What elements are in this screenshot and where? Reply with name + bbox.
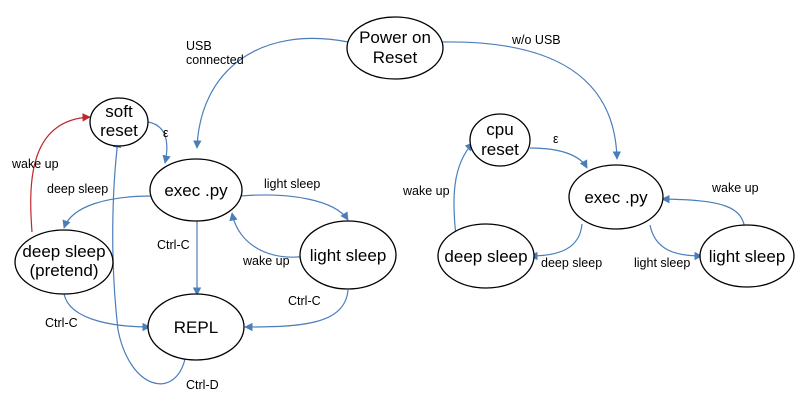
node-label: cpu [486,120,513,139]
node-power-on-reset: Power on Reset [346,16,444,80]
node-label: deep sleep [444,247,527,266]
node-label: Power on [359,28,431,47]
edge-ctrl-c-light [244,289,349,332]
edge-label-ctrl-c-light: Ctrl-C [288,294,321,308]
edge-label-epsilon-left: ε [163,126,169,140]
edge-usb-connected [193,37,349,149]
edge-wake-up-cpu [453,142,474,237]
node-label: soft [105,102,133,121]
node-label: light sleep [709,247,786,266]
edge-label-epsilon-right: ε [553,132,559,146]
node-soft-reset: soft reset [89,97,149,147]
node-light-sleep-left: light sleep [299,220,397,290]
node-deep-sleep-pretend: deep sleep (pretend) [14,229,114,295]
node-deep-sleep-right: deep sleep [437,223,535,289]
edge-label-connected: connected [186,53,244,67]
node-repl: REPL [147,293,245,361]
edge-label-wake-up-right: wake up [711,181,759,195]
node-label: Reset [373,48,418,67]
node-light-sleep-right: light sleep [699,224,795,288]
edge-label-wo-usb: w/o USB [511,33,561,47]
node-label: (pretend) [30,261,99,280]
node-label: REPL [174,318,218,337]
edge-label-ctrl-d: Ctrl-D [186,378,219,392]
edge-label-light-sleep-right: light sleep [634,256,690,270]
edge-label-ctrl-c-deep: Ctrl-C [45,316,78,330]
edge-wo-usb [440,41,622,160]
edge-epsilon-left [147,121,171,164]
node-cpu-reset: cpu reset [469,113,531,167]
edge-light-sleep-right [649,224,703,261]
edge-wake-up-red [30,113,91,233]
node-exec-py-left: exec .py [149,158,243,222]
node-label: exec .py [164,181,228,200]
edge-label-wake-up-red: wake up [11,157,59,171]
edge-label-usb: USB [186,39,212,53]
node-label: exec .py [584,188,648,207]
edge-ctrl-c-deep [63,293,151,332]
edge-label-wake-up-cpu: wake up [402,184,450,198]
edge-ctrl-d [112,139,186,385]
edge-label-deep-sleep-right: deep sleep [541,256,602,270]
edge-label-light-sleep-left: light sleep [264,177,320,191]
edge-deep-sleep-right [529,223,583,261]
edge-deep-sleep-left [62,195,153,229]
edge-label-wake-up-left: wake up [242,254,290,268]
edge-label-ctrl-c-exec: Ctrl-C [157,238,190,252]
node-label: reset [481,140,519,159]
edge-epsilon-right [529,147,588,169]
node-label: reset [100,121,138,140]
node-exec-py-right: exec .py [568,164,664,230]
edge-label-deep-sleep-left: deep sleep [47,182,108,196]
edge-wake-up-left [229,212,308,258]
node-label: deep sleep [22,242,105,261]
node-label: light sleep [310,246,387,265]
edge-light-sleep-left [239,194,349,221]
